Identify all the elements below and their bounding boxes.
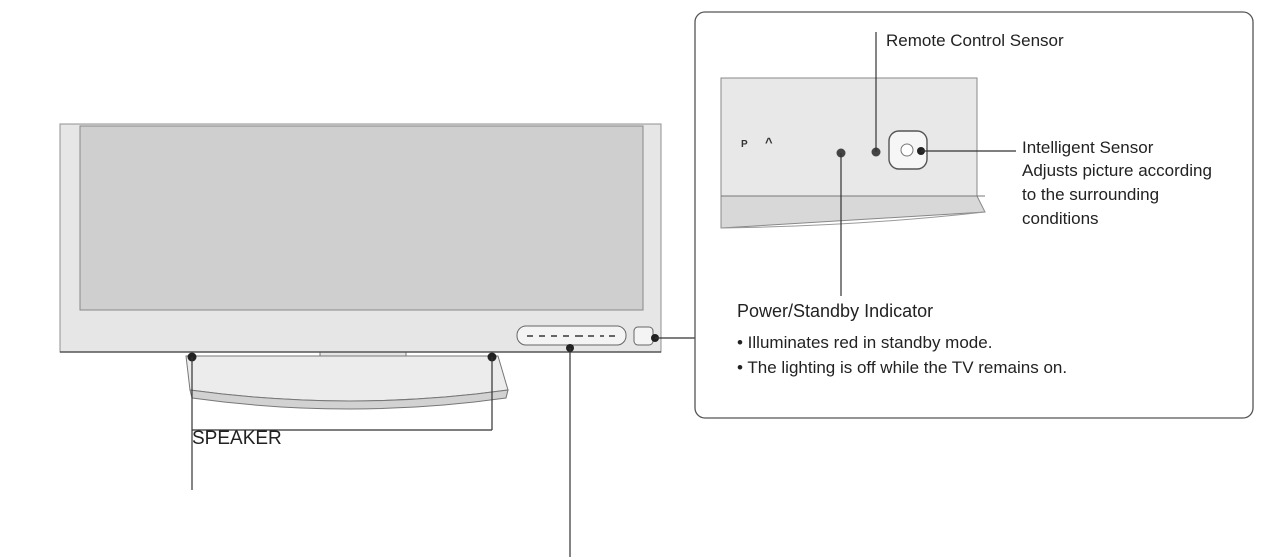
control-panel-leader bbox=[566, 344, 574, 557]
intelligent-sensor-description: Adjusts picture according to the surroun… bbox=[1022, 161, 1212, 228]
up-arrow-icon: ^ bbox=[765, 135, 773, 150]
tv-stand bbox=[185, 351, 509, 410]
speaker-label: SPEAKER bbox=[192, 428, 282, 449]
power-indicator-bullet: • The lighting is off while the TV remai… bbox=[737, 358, 1068, 377]
power-indicator-title: Power/Standby Indicator bbox=[737, 301, 934, 321]
intelligent-sensor-title: Intelligent Sensor bbox=[1022, 138, 1154, 157]
tv-control-panel bbox=[516, 325, 654, 346]
callout-leaders bbox=[836, 32, 1016, 296]
speaker-leaders bbox=[187, 352, 497, 490]
remote-sensor-label: Remote Control Sensor bbox=[886, 31, 1064, 50]
power-indicator-bullet: • Illuminates red in standby mode. bbox=[737, 333, 993, 352]
magnified-panel bbox=[720, 77, 986, 229]
program-button-label: P bbox=[741, 139, 748, 150]
tv-screen bbox=[79, 125, 644, 311]
sensor-callout-leader bbox=[651, 334, 695, 342]
tv-body bbox=[59, 123, 662, 353]
